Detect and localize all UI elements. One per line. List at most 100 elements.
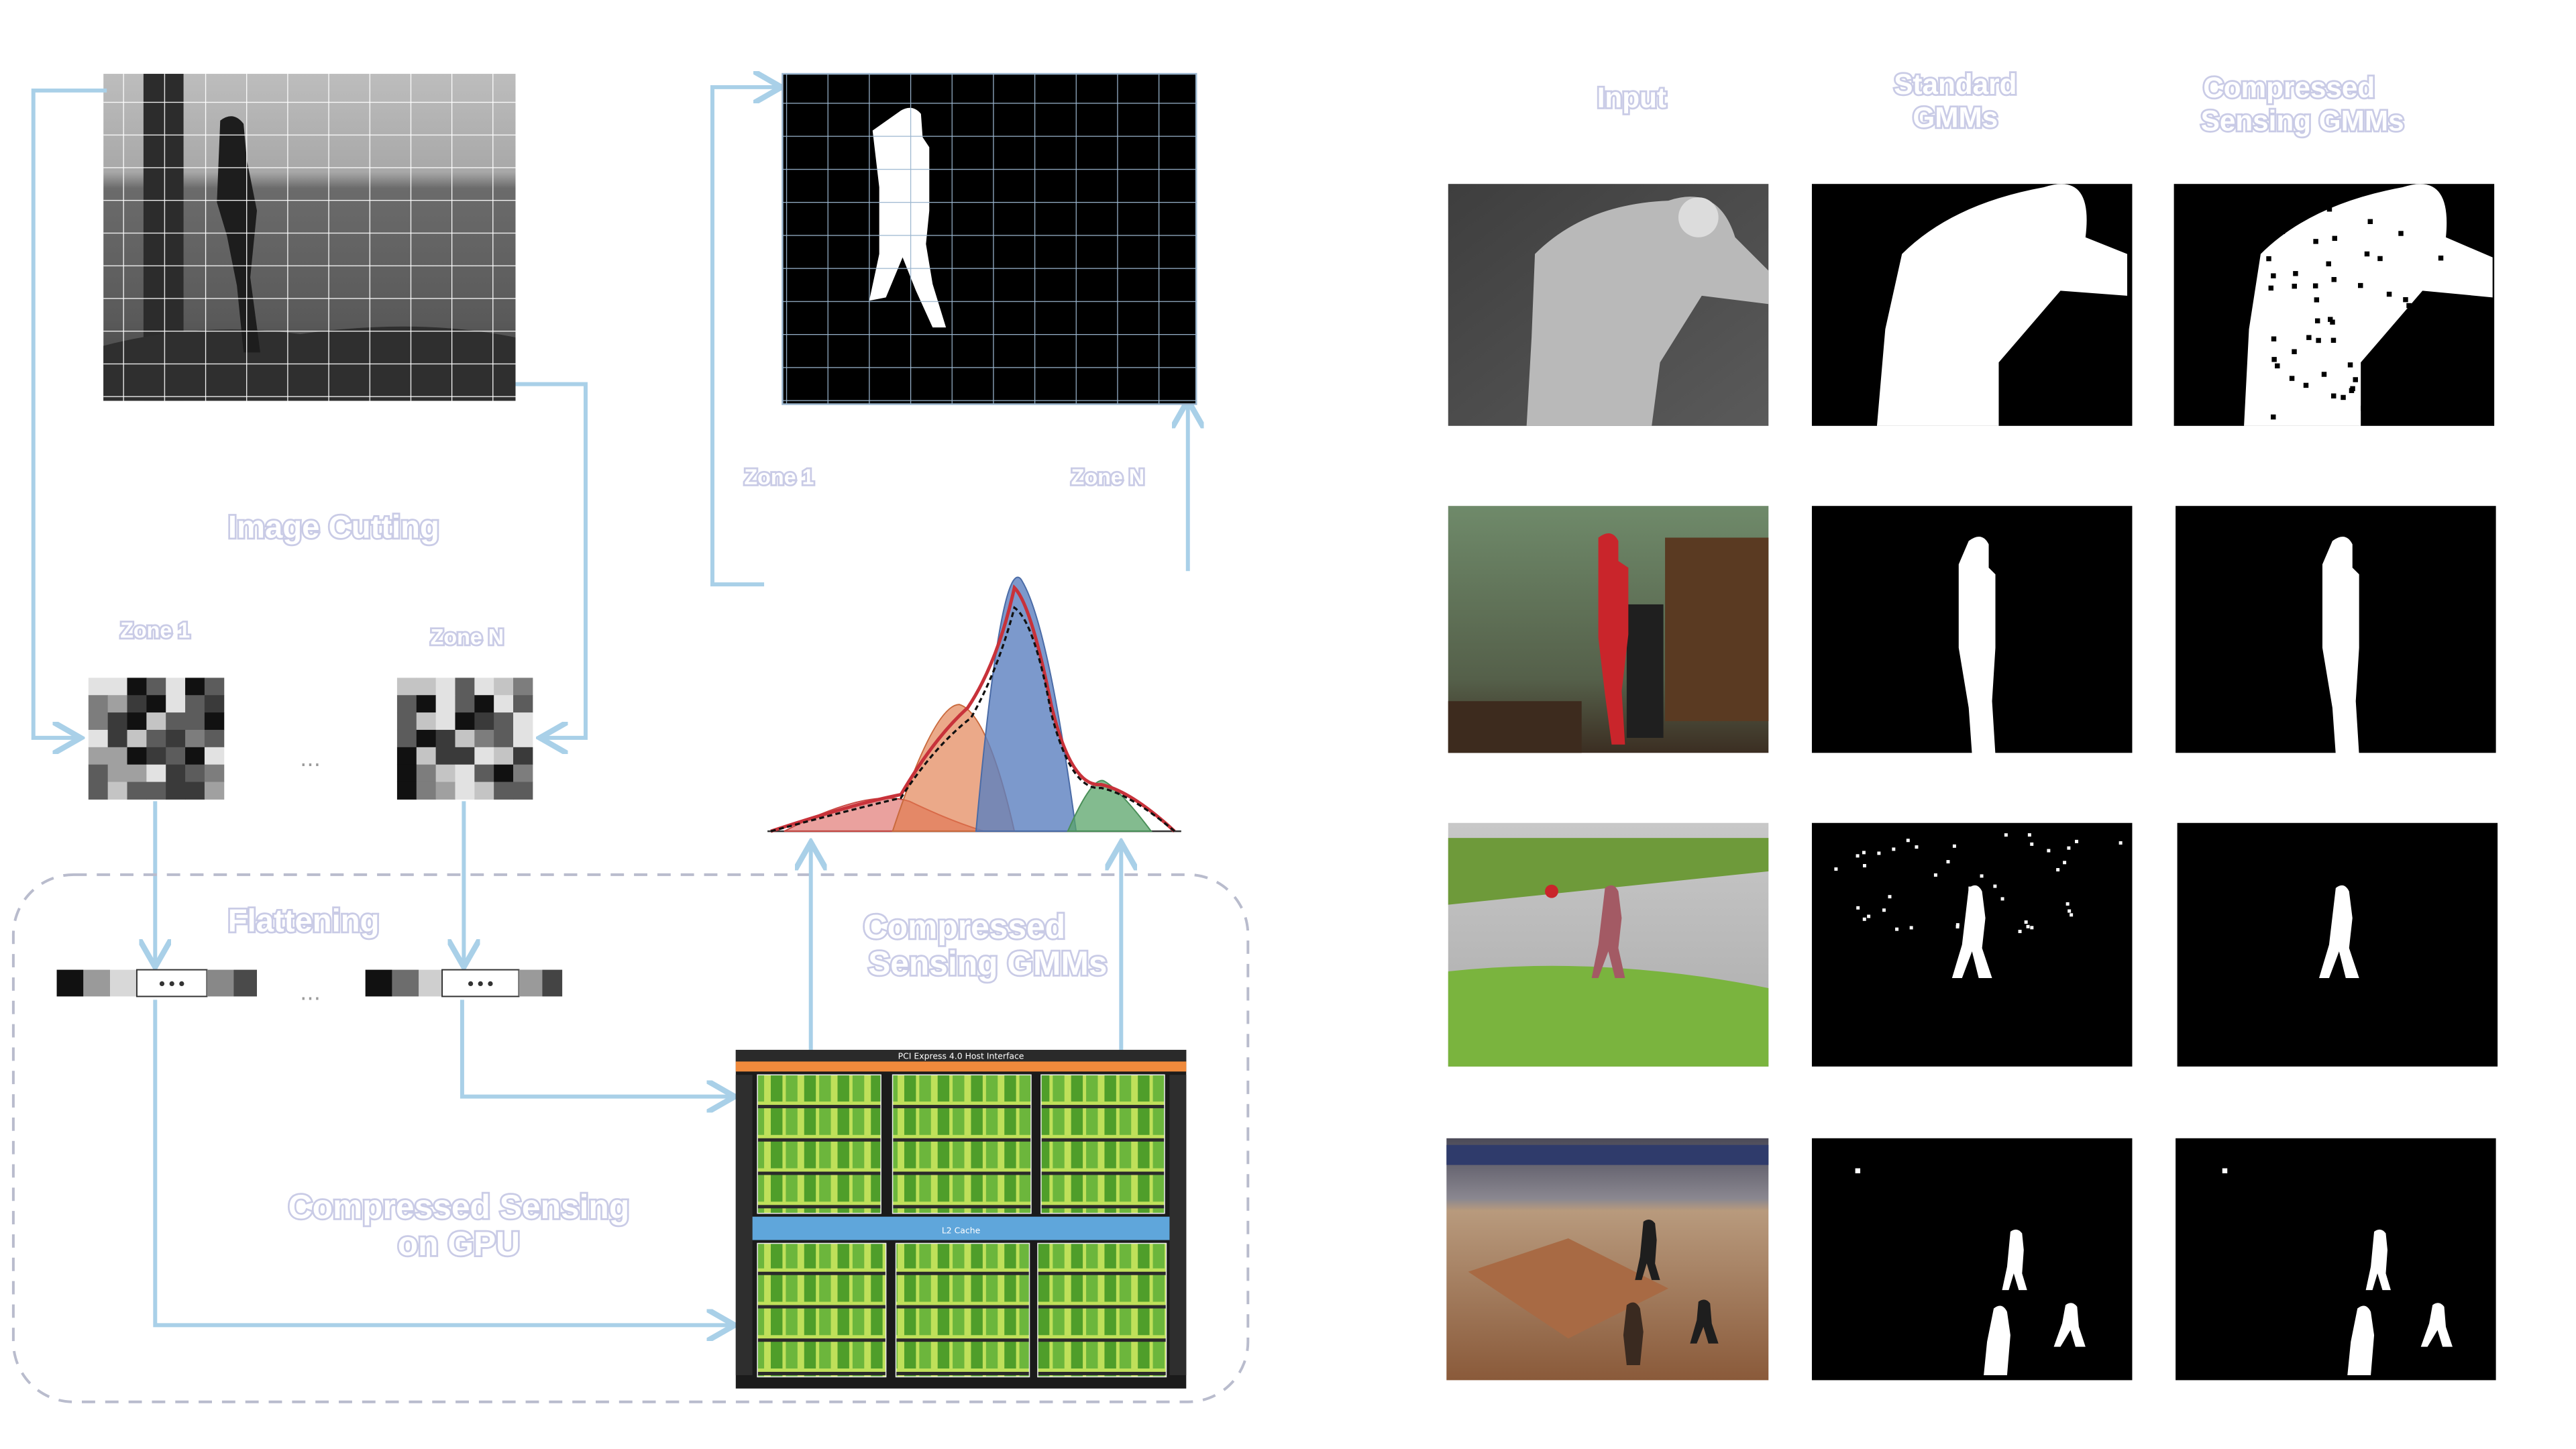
- mask-noise: [2067, 846, 2071, 850]
- mask-speckle: [2331, 276, 2337, 282]
- patch-pixel: [185, 764, 205, 783]
- mask-speckle: [2406, 345, 2411, 351]
- patch-pixel: [166, 782, 186, 800]
- mask-noise: [1955, 923, 1960, 927]
- foreground-output-arrows: [710, 87, 1188, 587]
- mask-speckle: [2332, 235, 2338, 241]
- row3-standard-mask: [1811, 822, 2133, 1067]
- zone-1-label: Zone 1: [120, 619, 190, 643]
- mask-noise: [1933, 873, 1937, 877]
- patch-pixel: [474, 782, 494, 800]
- patch-pixel: [513, 747, 533, 765]
- mask-speckle: [2314, 318, 2320, 324]
- mask-speckle: [2367, 219, 2373, 225]
- mask-speckle: [2292, 349, 2297, 354]
- zone-ellipsis: ...: [300, 746, 321, 771]
- mask-noise: [2065, 902, 2070, 906]
- mask-noise: [1862, 851, 1866, 855]
- mask-speckle: [2271, 357, 2277, 362]
- mask-speckle: [2364, 251, 2370, 257]
- mask-speckle: [2326, 207, 2332, 212]
- patch-pixel: [127, 729, 147, 748]
- mask-speckle: [2396, 373, 2402, 379]
- row2-input-image: [1448, 506, 1769, 753]
- input-frame-grid: [103, 74, 516, 401]
- patch-pixel: [204, 729, 225, 748]
- mask-noise: [2004, 833, 2008, 837]
- mask-noise: [1952, 844, 1956, 848]
- patch-pixel: [204, 678, 225, 696]
- patch-pixel: [185, 782, 205, 800]
- mask-speckle: [2392, 382, 2398, 388]
- row2-cs-mask: [2176, 506, 2496, 755]
- mask-speckle: [2422, 373, 2428, 379]
- mask-speckle: [2316, 337, 2321, 343]
- patch-pixel: [455, 678, 475, 696]
- mask-noise: [2063, 861, 2067, 865]
- mask-speckle: [2409, 321, 2414, 326]
- patch-pixel: [166, 764, 186, 783]
- patch-pixel: [107, 782, 128, 800]
- gpu-input-arrows: [153, 1000, 731, 1325]
- compressed-sensing-gpu-label-line1: Compressed Sensing: [288, 1188, 630, 1226]
- mask-speckle: [2330, 393, 2337, 398]
- row4-cs-mask: [2176, 1138, 2496, 1381]
- mask-noise: [2118, 841, 2123, 845]
- patch-pixel: [435, 782, 455, 800]
- patch-pixel: [494, 729, 514, 748]
- mask-speckle: [2365, 396, 2371, 402]
- patch-pixel: [204, 712, 225, 731]
- mask-noise: [2056, 868, 2060, 872]
- patch-pixel: [513, 678, 533, 696]
- zone-1-patch: [88, 678, 225, 800]
- mask-speckle: [2393, 375, 2399, 381]
- patch-pixel: [416, 764, 437, 783]
- patch-pixel: [185, 729, 205, 748]
- mask-noise: [1856, 906, 1860, 910]
- patch-pixel: [88, 712, 109, 731]
- gpu-l2-label: L2 Cache: [942, 1226, 980, 1236]
- flattened-vector-n: •••: [365, 969, 563, 998]
- mask-speckle: [2330, 319, 2335, 325]
- row3-input-image: [1448, 822, 1769, 1067]
- row4-standard-mask: [1811, 1138, 2133, 1381]
- mask-noise: [1862, 917, 1866, 921]
- patch-pixel: [513, 712, 533, 731]
- patch-pixel: [146, 764, 166, 783]
- patch-pixel: [204, 764, 225, 783]
- output-zone-1-label: Zone 1: [744, 465, 814, 489]
- patch-pixel: [185, 678, 205, 696]
- mask-noise: [1895, 927, 1899, 931]
- mask-noise: [2070, 913, 2074, 917]
- patch-pixel: [396, 764, 417, 783]
- patch-pixel: [494, 678, 514, 696]
- mask-noise: [1856, 854, 1860, 858]
- patch-pixel: [127, 782, 147, 800]
- header-standard-gmms-line2: GMMs: [1913, 102, 1998, 133]
- mask-speckle: [2274, 229, 2280, 235]
- mask-noise: [1834, 867, 1838, 871]
- patch-pixel: [513, 764, 533, 783]
- mask-speckle: [2386, 291, 2392, 297]
- patch-pixel: [416, 678, 437, 696]
- mask-noise: [2068, 909, 2072, 913]
- patch-pixel: [107, 678, 128, 696]
- patch-pixel: [396, 729, 417, 748]
- mask-noise: [2047, 849, 2051, 853]
- patch-pixel: [204, 747, 225, 765]
- patch-pixel: [416, 782, 437, 800]
- patch-pixel: [185, 695, 205, 713]
- mask-speckle: [2361, 405, 2366, 411]
- header-standard-gmms-line1: Standard: [1894, 68, 2017, 100]
- patch-pixel: [166, 712, 186, 731]
- patch-pixel: [88, 764, 109, 783]
- mask-noise: [1946, 860, 1950, 864]
- zone-n-patch: [396, 678, 533, 800]
- patch-pixel: [185, 747, 205, 765]
- mask-speckle: [2303, 382, 2309, 388]
- patch-pixel: [474, 764, 494, 783]
- mask-speckle: [2341, 394, 2346, 400]
- mask-speckle: [2392, 378, 2397, 384]
- flattening-label: Flattening: [228, 903, 380, 938]
